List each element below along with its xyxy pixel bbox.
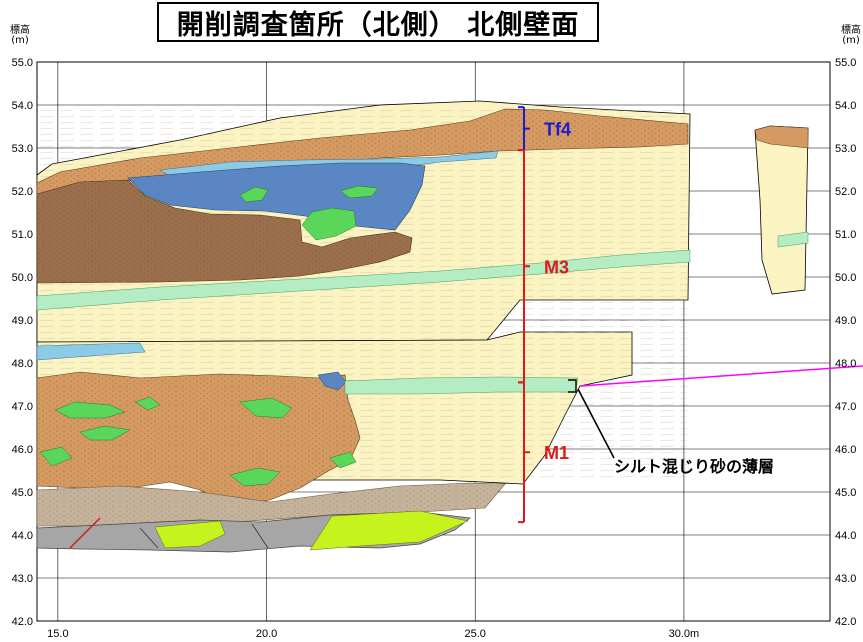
y-tick-label-right: 42.0 — [835, 616, 856, 628]
green-patch-lower-3 — [239, 397, 293, 419]
dark-crack-1 — [139, 527, 159, 549]
y-tick-label-right: 45.0 — [835, 487, 856, 499]
thin-layer-bracket — [568, 379, 577, 393]
blue-patch-lower — [317, 371, 347, 391]
right-outcrop — [754, 125, 809, 295]
y-tick-label-left: 45.0 — [12, 487, 33, 499]
y-tick-label-left: 52.0 — [12, 186, 33, 198]
green-patch-lower-6 — [229, 467, 281, 487]
y-tick-label-left: 43.0 — [12, 573, 33, 585]
x-tick-label: 25.0 — [465, 628, 486, 640]
x-tick-label: 15.0 — [47, 628, 68, 640]
gravel-speckle — [37, 483, 505, 526]
y-tick-label-right: 48.0 — [835, 358, 856, 370]
y-tick-labels-right: 55.0 54.0 53.0 52.0 51.0 50.0 49.0 48.0 47.0 46.0… — [835, 57, 856, 628]
green-patch-upper-1 — [301, 207, 357, 241]
y-axis-head-left: 標高 (m) — [9, 26, 31, 46]
y-tick-label-right: 51.0 — [835, 229, 856, 241]
unit-label: Tf4 — [544, 120, 571, 140]
y-tick-label-right: 47.0 — [835, 401, 856, 413]
right-block-brown — [754, 125, 809, 149]
y-tick-label-left: 49.0 — [12, 315, 33, 327]
y-tick-label-right: 49.0 — [835, 315, 856, 327]
y-tick-label-left: 54.0 — [12, 100, 33, 112]
y-axis-unit-left: (m) — [11, 35, 29, 46]
brown-layer-lower-speckle — [37, 372, 360, 505]
unit-label: M1 — [544, 443, 569, 463]
y-tick-label-right: 43.0 — [835, 573, 856, 585]
green-patch-upper-2 — [239, 186, 269, 203]
light-green-band-upper — [36, 249, 691, 311]
x-tick-label: 20.0 — [256, 628, 277, 640]
light-green-thin-layer — [344, 376, 579, 395]
green-patch-lower-1 — [54, 401, 126, 419]
y-axis-label-right: 標高 — [841, 25, 861, 36]
dark-crack-2 — [251, 523, 269, 549]
y-tick-label-right: 53.0 — [835, 143, 856, 155]
y-tick-label-left: 47.0 — [12, 401, 33, 413]
unit-bracket — [518, 106, 530, 152]
y-tick-label-left: 48.0 — [12, 358, 33, 370]
annotation-pointer — [577, 388, 615, 459]
light-blue-band-lower — [36, 342, 146, 361]
magenta-tie-line — [579, 365, 863, 387]
y-tick-label-left: 53.0 — [12, 143, 33, 155]
green-patch-lower-4 — [79, 425, 131, 441]
annotation-label: シルト混じり砂の薄層 — [614, 457, 774, 476]
y-tick-label-right: 46.0 — [835, 444, 856, 456]
figure-title: 開削調査箇所（北側） 北側壁面 — [157, 2, 599, 42]
y-tick-label-right: 55.0 — [835, 57, 856, 69]
red-fracture-line — [69, 517, 101, 549]
y-axis-head-right: 標高 (m) — [839, 26, 863, 46]
y-tick-label-left: 44.0 — [12, 530, 33, 542]
green-patch-lower-2 — [134, 396, 161, 411]
y-tick-label-right: 52.0 — [835, 186, 856, 198]
lime-patch-1 — [154, 520, 226, 549]
unit-bracket — [518, 381, 530, 524]
right-block-light-green — [777, 231, 809, 248]
green-patch-lower-5 — [39, 446, 73, 467]
y-tick-label-right: 44.0 — [835, 530, 856, 542]
y-axis-label-left: 標高 — [10, 25, 30, 36]
y-axis-unit-right: (m) — [842, 35, 860, 46]
y-tick-label-left: 50.0 — [12, 272, 33, 284]
y-tick-label-left: 51.0 — [12, 229, 33, 241]
dark-brown-speckle — [37, 180, 412, 283]
x-tick-label: 30.0m — [669, 628, 700, 640]
x-tick-labels: 15.0 20.0 25.0 30.0m — [47, 628, 699, 640]
unit-bracket — [518, 149, 530, 384]
y-tick-label-left: 46.0 — [12, 444, 33, 456]
y-tick-labels-left: 55.0 54.0 53.0 52.0 51.0 50.0 49.0 48.0 47.0 46.0… — [12, 57, 33, 628]
green-patch-upper-3 — [339, 185, 379, 199]
y-tick-label-right: 50.0 — [835, 272, 856, 284]
thin-layer-annotation: シルト混じり砂の薄層 — [568, 365, 863, 476]
y-tick-label-left: 55.0 — [12, 57, 33, 69]
y-tick-label-right: 54.0 — [835, 100, 856, 112]
unit-label: M3 — [544, 257, 569, 277]
brown-layer-top-speckle — [37, 109, 688, 196]
lime-patch-2 — [309, 510, 469, 551]
right-block-sand — [754, 125, 809, 295]
y-tick-label-left: 42.0 — [12, 616, 33, 628]
green-patch-lower-7 — [329, 451, 357, 469]
main-outcrop — [36, 100, 691, 553]
